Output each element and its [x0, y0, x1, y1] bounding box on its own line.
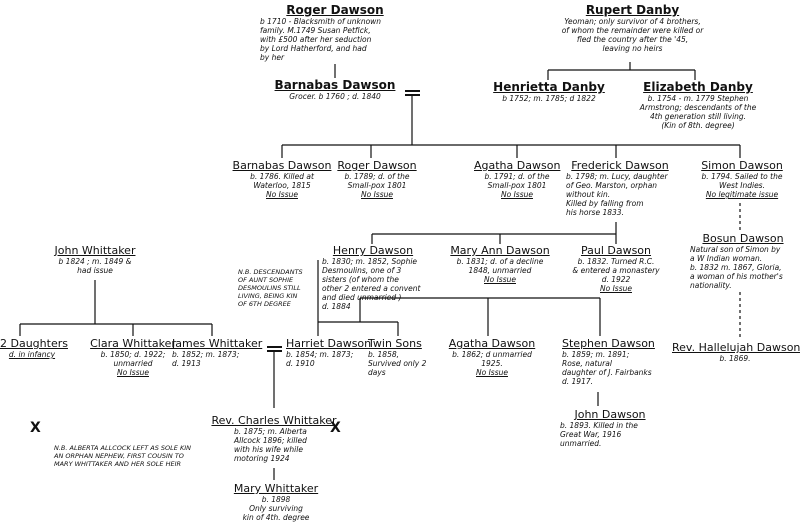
- issue-status: No Issue: [117, 368, 149, 377]
- person-name: Stephen Dawson: [562, 337, 655, 350]
- issue-status: No Issue: [476, 368, 508, 377]
- person-name: John Dawson: [574, 408, 646, 421]
- person-simon-dawson: Simon Dawson b. 1794. Sailed to the West…: [694, 159, 790, 199]
- person-james-whittaker: James Whittaker b. 1852; m. 1873; d. 191…: [172, 337, 264, 368]
- person-elizabeth-danby: Elizabeth Danby b. 1754 - m. 1779 Stephe…: [628, 80, 768, 131]
- person-details: b. 1898 Only surviving kin of 4th. degre…: [242, 495, 310, 522]
- person-details: b. 1859; m. 1891; Rose, natural daughter…: [562, 350, 652, 386]
- person-name: Mary Whittaker: [233, 482, 319, 495]
- person-clara-whittaker: Clara Whittaker b. 1850; d. 1922; unmarr…: [80, 337, 186, 377]
- person-name: Henry Dawson: [332, 244, 414, 257]
- person-name: Barnabas Dawson: [232, 159, 332, 172]
- person-name: Harriet Dawson: [286, 337, 372, 350]
- person-details: b. 1830; m. 1852, Sophie Desmoulins, one…: [322, 257, 421, 311]
- person-details: b. 1869.: [719, 354, 751, 363]
- person-mary-ann-dawson: Mary Ann Dawson b. 1831; d. of a decline…: [450, 244, 550, 284]
- person-henry-dawson: Henry Dawson b. 1830; m. 1852, Sophie De…: [322, 244, 424, 311]
- person-twin-sons: Twin Sons b. 1858, Survived only 2 days: [368, 337, 434, 377]
- cross-mark-left: X: [30, 420, 41, 436]
- person-details: b. 1798; m. Lucy, daughter of Geo. Marst…: [566, 172, 668, 217]
- person-details: b. 1852; m. 1873; d. 1913: [172, 350, 240, 368]
- person-details: b. 1786. Killed at Waterloo, 1815: [250, 172, 314, 190]
- person-frederick-dawson: Frederick Dawson b. 1798; m. Lucy, daugh…: [566, 159, 674, 217]
- person-barnabas-dawson-jr: Barnabas Dawson b. 1786. Killed at Water…: [232, 159, 332, 199]
- person-mary-whittaker: Mary Whittaker b. 1898 Only surviving ki…: [228, 482, 324, 522]
- person-details: b. 1875; m. Alberta Allcock 1896; killed…: [234, 427, 307, 463]
- issue-status: No Issue: [361, 190, 393, 199]
- person-details: b. 1862; d unmarried 1925.: [452, 350, 532, 368]
- person-barnabas-dawson-sr: Barnabas Dawson Grocer. b 1760 ; d. 1840: [262, 78, 408, 102]
- person-name: Clara Whittaker: [90, 337, 176, 350]
- person-details: b. 1831; d. of a decline 1848, unmarried: [456, 257, 544, 275]
- person-name: Barnabas Dawson: [274, 78, 396, 92]
- person-details: b. 1893. Killed in the Great War, 1916 u…: [560, 421, 638, 448]
- cross-mark-right: X: [330, 420, 341, 436]
- person-name: Henrietta Danby: [493, 80, 605, 94]
- person-name: Mary Ann Dawson: [450, 244, 550, 257]
- person-details: Yeoman; only survivor of 4 brothers, of …: [561, 17, 704, 53]
- person-charles-whittaker: Rev. Charles Whittaker b. 1875; m. Alber…: [210, 414, 338, 463]
- person-stephen-dawson: Stephen Dawson b. 1859; m. 1891; Rose, n…: [562, 337, 662, 386]
- person-details: b. 1832. Turned R.C. & entered a monaste…: [572, 257, 660, 284]
- person-hallelujah-dawson: Rev. Hallelujah Dawson b. 1869.: [672, 341, 800, 363]
- person-details: b. 1858, Survived only 2 days: [368, 350, 427, 377]
- note-alberta-allcock: N.B. ALBERTA ALLCOCK LEFT AS SOLE KIN AN…: [54, 444, 191, 468]
- person-john-dawson: John Dawson b. 1893. Killed in the Great…: [560, 408, 660, 448]
- person-rupert-danby: Rupert Danby Yeoman; only survivor of 4 …: [540, 3, 725, 54]
- person-details: b 1824 ; m. 1849 & had issue: [58, 257, 132, 275]
- person-name: Rev. Hallelujah Dawson: [672, 341, 800, 354]
- issue-status: No legitimate issue: [705, 190, 779, 199]
- person-details: Grocer. b 1760 ; d. 1840: [289, 92, 381, 101]
- person-details: b. 1791; d. of the Small-pox 1801: [484, 172, 550, 190]
- person-name: Twin Sons: [368, 337, 422, 350]
- issue-status: No Issue: [266, 190, 298, 199]
- person-name: Roger Dawson: [286, 3, 384, 17]
- person-roger-dawson-sr: Roger Dawson b 1710 - Blacksmith of unkn…: [260, 3, 410, 63]
- person-details: b. 1854; m. 1873; d. 1910: [286, 350, 354, 368]
- person-two-daughters: 2 Daughters d. in infancy: [0, 337, 68, 359]
- issue-status: No Issue: [600, 284, 632, 293]
- person-name: John Whittaker: [54, 244, 136, 257]
- person-name: Agatha Dawson: [474, 159, 561, 172]
- person-details: b 1752; m. 1785; d 1822: [502, 94, 596, 103]
- issue-status: No Issue: [501, 190, 533, 199]
- person-harriet-dawson: Harriet Dawson b. 1854; m. 1873; d. 1910: [286, 337, 372, 368]
- person-name: James Whittaker: [172, 337, 263, 350]
- person-details: b. 1789; d. of the Small-pox 1801: [344, 172, 410, 190]
- person-john-whittaker: John Whittaker b 1824 ; m. 1849 & had is…: [40, 244, 150, 275]
- person-details: b 1710 - Blacksmith of unknown family. M…: [260, 17, 382, 62]
- person-name: Rupert Danby: [585, 3, 680, 17]
- person-name: Elizabeth Danby: [643, 80, 753, 94]
- person-details: b. 1754 - m. 1779 Stephen Armstrong; des…: [639, 94, 757, 130]
- person-roger-dawson-jr: Roger Dawson b. 1789; d. of the Small-po…: [336, 159, 418, 199]
- person-name: Simon Dawson: [701, 159, 783, 172]
- person-paul-dawson: Paul Dawson b. 1832. Turned R.C. & enter…: [568, 244, 664, 293]
- person-agatha-dawson-sr: Agatha Dawson b. 1791; d. of the Small-p…: [474, 159, 560, 199]
- person-name: Bosun Dawson: [702, 232, 784, 245]
- person-name: 2 Daughters: [0, 337, 68, 350]
- person-name: Roger Dawson: [337, 159, 417, 172]
- issue-status: No Issue: [484, 275, 516, 284]
- person-name: Rev. Charles Whittaker: [211, 414, 337, 427]
- person-details: Natural son of Simon by a W Indian woman…: [690, 245, 783, 290]
- person-name: Agatha Dawson: [448, 337, 536, 350]
- issue-status: d. in infancy: [8, 350, 56, 359]
- person-name: Frederick Dawson: [571, 159, 669, 172]
- note-sophie-desmoulins: N.B. DESCENDANTS OF AUNT SOPHIE DESMOULI…: [238, 268, 303, 308]
- person-details: b. 1794. Sailed to the West Indies.: [701, 172, 783, 190]
- person-agatha-dawson-jr: Agatha Dawson b. 1862; d unmarried 1925.…: [446, 337, 538, 377]
- person-bosun-dawson: Bosun Dawson Natural son of Simon by a W…: [690, 232, 796, 290]
- person-name: Paul Dawson: [580, 244, 652, 257]
- person-henrietta-danby: Henrietta Danby b 1752; m. 1785; d 1822: [490, 80, 608, 104]
- person-details: b. 1850; d. 1922; unmarried: [100, 350, 166, 368]
